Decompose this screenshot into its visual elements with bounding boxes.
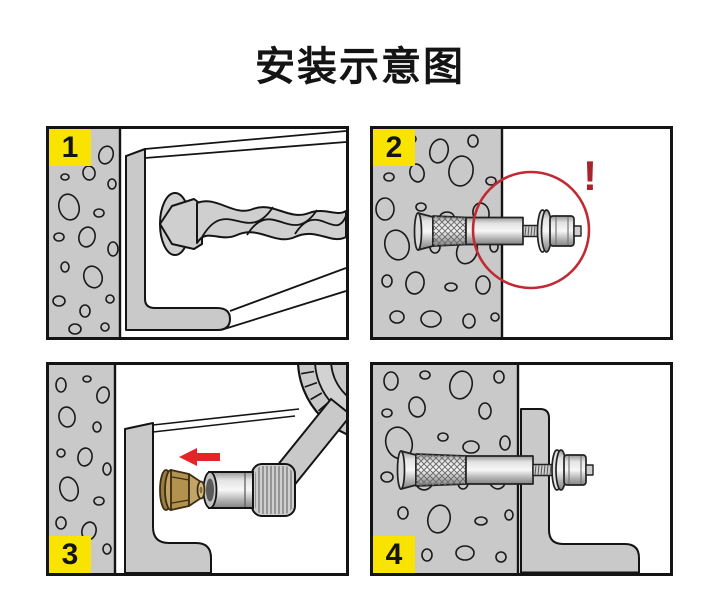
- step-4-badge: 4: [373, 536, 415, 573]
- step-2-badge: 2: [373, 129, 415, 166]
- angle-bracket: [520, 408, 640, 573]
- expansion-anchor: [413, 209, 582, 253]
- direction-arrow: [179, 448, 220, 466]
- step-4-panel: 4: [370, 362, 673, 576]
- bolt-tip: [585, 464, 594, 476]
- drill-body: [196, 200, 346, 244]
- warning-exclamation: !: [583, 152, 597, 199]
- hex-nut: [563, 454, 587, 486]
- anchor-end-cap: [413, 212, 423, 251]
- expansion-anchor: [396, 449, 594, 491]
- brass-flange-nut: [159, 469, 206, 511]
- bolt-tip: [573, 225, 582, 237]
- torque-wrench: [202, 365, 346, 517]
- angle-bracket: [125, 130, 346, 331]
- torque-wrench-illustration: [49, 365, 346, 573]
- step-3-badge: 3: [49, 536, 91, 573]
- highlight-circle: [471, 170, 591, 290]
- step-3-panel: 3: [46, 362, 349, 576]
- drill-bit-illustration: [49, 129, 346, 337]
- anchor-sleeve: [465, 455, 534, 485]
- drill-bit: [159, 192, 346, 256]
- installed-anchor-illustration: [373, 365, 640, 573]
- pebbles: [55, 375, 112, 565]
- step-2-panel: 2 !: [370, 126, 673, 340]
- hex-nut: [549, 215, 575, 247]
- anchor-sleeve: [465, 216, 524, 246]
- step-1-panel: 1: [46, 126, 349, 340]
- anchor-end-cap: [396, 450, 406, 490]
- anchor-bolt-illustration: [373, 129, 591, 337]
- angle-bracket: [124, 408, 300, 573]
- page-title: 安装示意图: [255, 45, 465, 89]
- step-1-badge: 1: [49, 129, 91, 166]
- drill-flutes: [200, 206, 346, 240]
